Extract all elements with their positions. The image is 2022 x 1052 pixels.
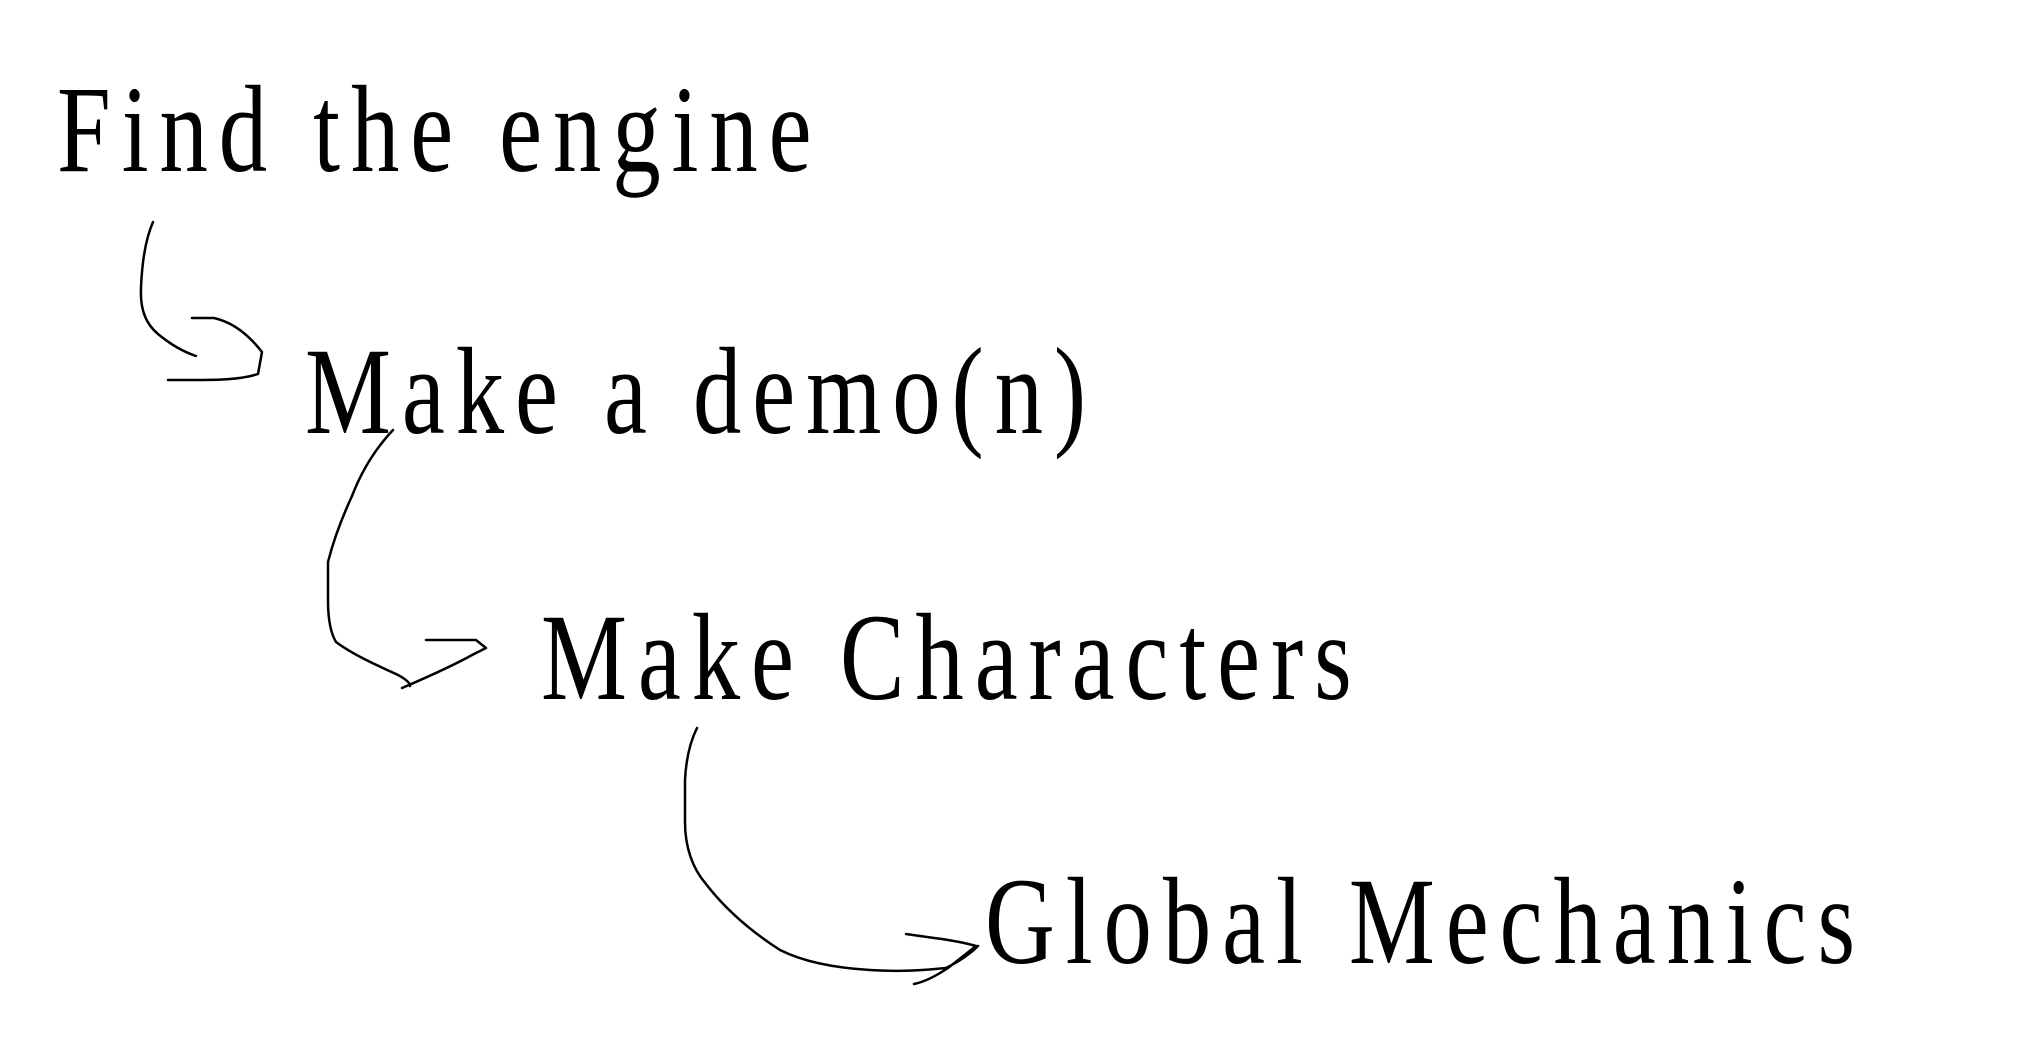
step-make-characters: Make Characters [541,589,1363,726]
step-find-the-engine: Find the engine [57,61,823,198]
step-global-mechanics: Global Mechanics [985,853,1867,990]
hand-drawn-arrow-1 [139,220,264,382]
hand-drawn-arrow-3 [683,726,980,986]
step-make-a-demo: Make a demo(n) [305,323,1098,460]
hand-drawn-arrow-2 [326,428,488,690]
